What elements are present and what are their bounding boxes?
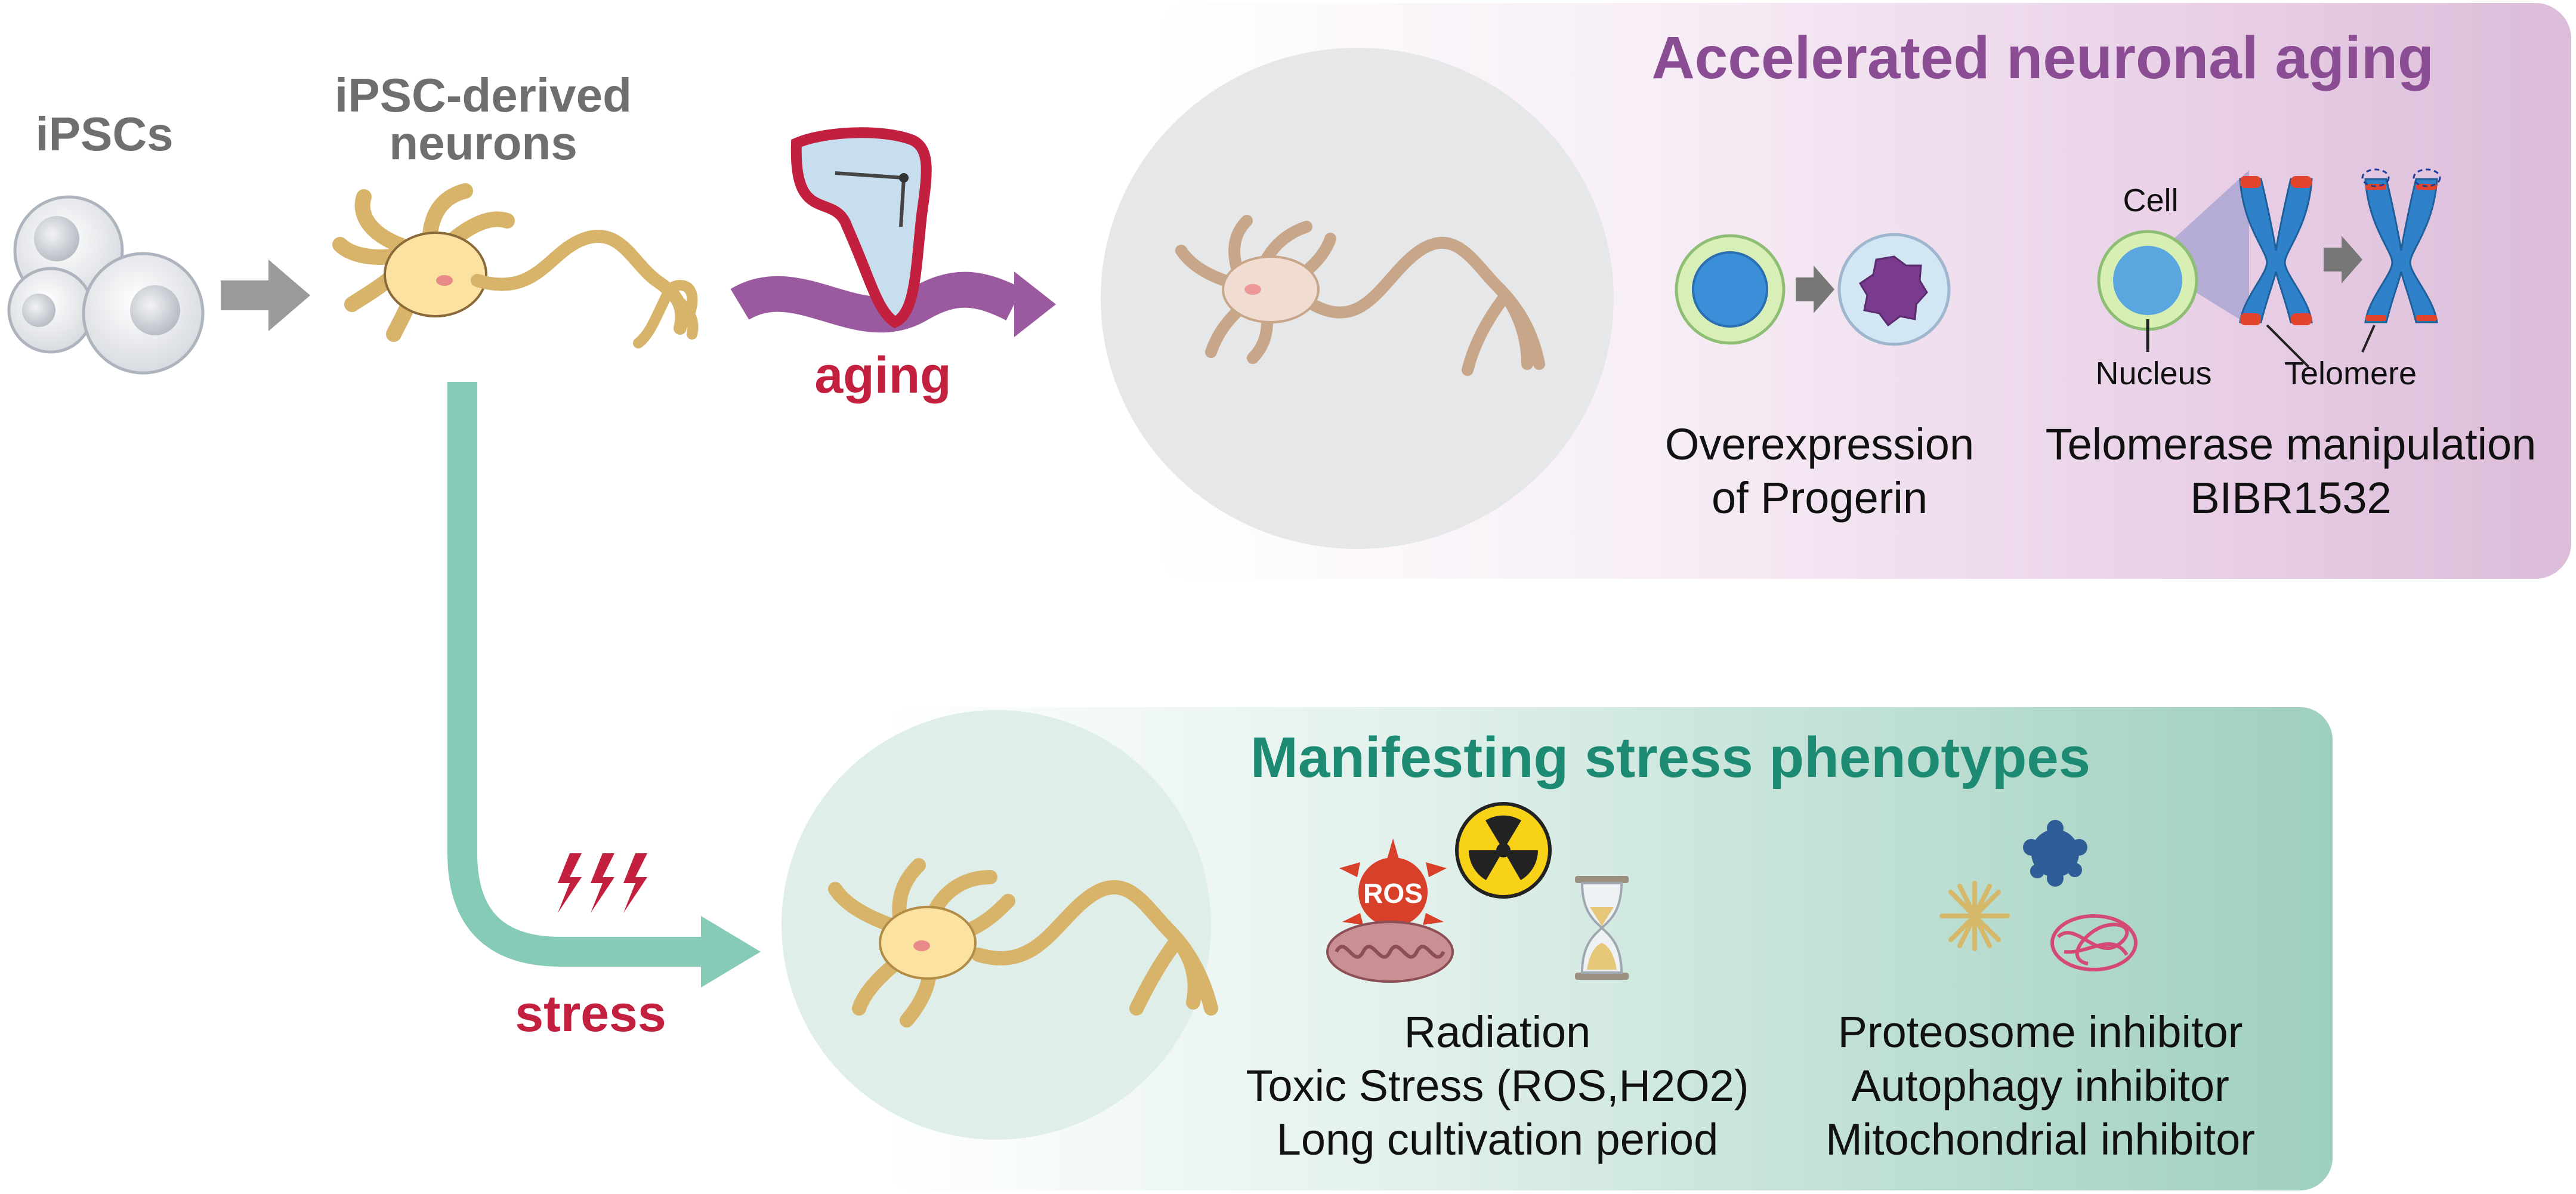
stress-panel-title: Manifesting stress phenotypes xyxy=(1250,726,2091,789)
telomerase-text-line1: Telomerase manipulation xyxy=(2045,419,2537,469)
ipscs-label: iPSCs xyxy=(35,107,174,161)
ros-text: ROS xyxy=(1363,878,1423,909)
progerin-text-line1: Overexpression xyxy=(1664,419,1975,469)
stress-item-toxic: Toxic Stress (ROS,H2O2) xyxy=(1246,1061,1749,1110)
stress-neuron-circle xyxy=(782,710,1211,1140)
stress-right-list: Proteosome inhibitor Autophagy inhibitor… xyxy=(1802,1005,2279,1167)
aging-label: aging xyxy=(814,347,952,404)
nucleus-label: Nucleus xyxy=(2095,356,2212,391)
stress-item-radiation: Radiation xyxy=(1404,1007,1591,1057)
progerin-text-line2: of Progerin xyxy=(1712,473,1928,523)
aging-neuron-circle xyxy=(1101,48,1614,549)
ipsc-neurons-label: iPSC-derived neurons xyxy=(280,72,686,167)
telomere-label: Telomere xyxy=(2284,356,2417,391)
ipsc-neurons-label-line1: iPSC-derived xyxy=(335,69,632,122)
stress-item-long-cultivation: Long cultivation period xyxy=(1276,1115,1719,1164)
telomerase-text: Telomerase manipulation BIBR1532 xyxy=(2016,418,2565,525)
stress-label: stress xyxy=(515,985,666,1042)
telomerase-text-line2: BIBR1532 xyxy=(2190,473,2392,523)
ipsc-neurons-label-line2: neurons xyxy=(389,116,577,169)
stress-item-mitochondrial: Mitochondrial inhibitor xyxy=(1826,1115,2255,1164)
progerin-text: Overexpression of Progerin xyxy=(1635,418,2004,525)
cell-label: Cell xyxy=(2123,183,2179,218)
stress-left-list: Radiation Toxic Stress (ROS,H2O2) Long c… xyxy=(1181,1005,1814,1167)
aging-panel-title: Accelerated neuronal aging xyxy=(1651,24,2434,91)
stress-item-autophagy: Autophagy inhibitor xyxy=(1851,1061,2229,1110)
stress-item-proteosome: Proteosome inhibitor xyxy=(1837,1007,2243,1057)
